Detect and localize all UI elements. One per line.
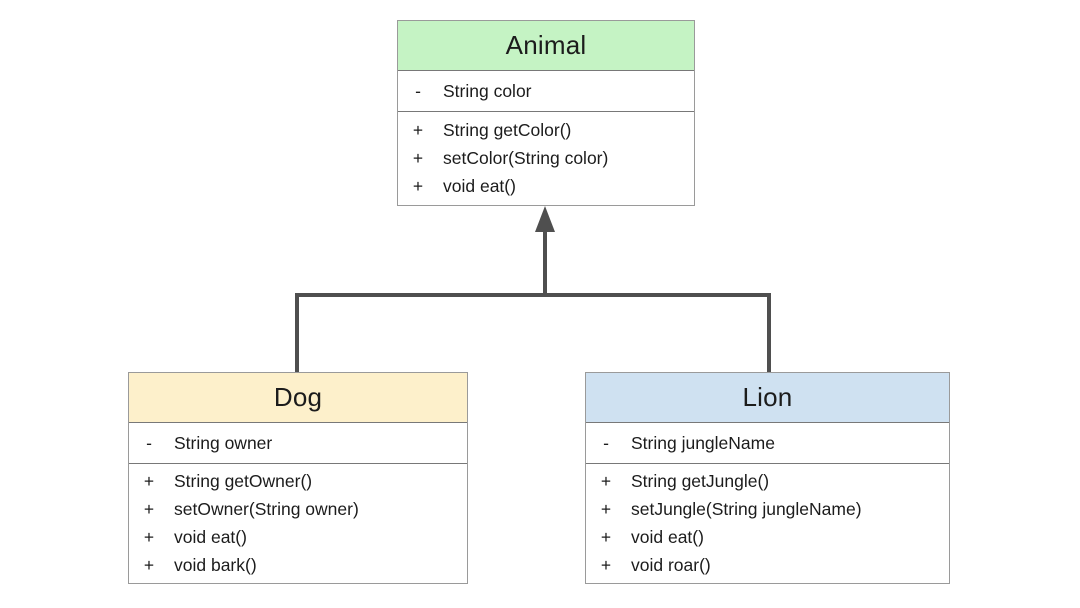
attribute-row: - String jungleName <box>586 433 949 454</box>
method-row: + setColor(String color) <box>398 145 694 173</box>
method-row: + String getJungle() <box>586 468 949 496</box>
visibility-sign: + <box>143 499 155 519</box>
visibility-sign: + <box>143 527 155 547</box>
visibility-sign: + <box>143 471 155 491</box>
methods-section: + String getOwner() + setOwner(String ow… <box>129 464 467 583</box>
class-name: Lion <box>742 382 793 412</box>
method-label: String getJungle() <box>631 471 770 491</box>
visibility-sign: + <box>412 148 424 168</box>
method-label: setJungle(String jungleName) <box>631 499 862 519</box>
class-name: Dog <box>273 382 323 412</box>
method-label: void eat() <box>443 176 516 196</box>
class-box-animal: Animal - String color + String getColor(… <box>397 20 695 206</box>
method-row: + void eat() <box>586 524 949 552</box>
attribute-label: String color <box>443 80 532 101</box>
method-row: + setOwner(String owner) <box>129 496 467 524</box>
method-row: + setJungle(String jungleName) <box>586 496 949 524</box>
visibility-sign: + <box>600 555 612 575</box>
visibility-sign: - <box>415 80 421 101</box>
method-row: + void bark() <box>129 552 467 580</box>
class-box-dog: Dog - String owner + String getOwner() +… <box>128 372 468 584</box>
method-label: setColor(String color) <box>443 148 609 168</box>
class-header-animal: Animal <box>398 21 694 71</box>
visibility-sign: - <box>603 432 609 453</box>
method-label: void eat() <box>631 527 704 547</box>
inheritance-arrowhead-icon <box>535 206 555 232</box>
method-row: + String getColor() <box>398 117 694 145</box>
method-row: + void eat() <box>398 173 694 201</box>
attribute-label: String jungleName <box>631 432 775 453</box>
attribute-row: - String owner <box>129 433 467 454</box>
visibility-sign: + <box>600 499 612 519</box>
attribute-label: String owner <box>174 432 273 453</box>
attributes-section: - String owner <box>129 423 467 464</box>
method-label: String getOwner() <box>174 471 313 491</box>
visibility-sign: + <box>143 555 155 575</box>
method-row: + String getOwner() <box>129 468 467 496</box>
methods-section: + String getColor() + setColor(String co… <box>398 112 694 205</box>
attribute-row: - String color <box>398 81 694 102</box>
method-label: void bark() <box>174 555 257 575</box>
method-row: + void roar() <box>586 552 949 580</box>
inheritance-branch-line <box>295 293 771 373</box>
visibility-sign: + <box>600 471 612 491</box>
method-label: setOwner(String owner) <box>174 499 359 519</box>
method-label: void eat() <box>174 527 247 547</box>
visibility-sign: + <box>600 527 612 547</box>
class-box-lion: Lion - String jungleName + String getJun… <box>585 372 950 584</box>
class-name: Animal <box>505 30 587 60</box>
visibility-sign: + <box>412 176 424 196</box>
visibility-sign: - <box>146 432 152 453</box>
attributes-section: - String color <box>398 71 694 112</box>
class-header-dog: Dog <box>129 373 467 423</box>
class-header-lion: Lion <box>586 373 949 423</box>
method-label: void roar() <box>631 555 711 575</box>
attributes-section: - String jungleName <box>586 423 949 464</box>
visibility-sign: + <box>412 120 424 140</box>
methods-section: + String getJungle() + setJungle(String … <box>586 464 949 583</box>
method-row: + void eat() <box>129 524 467 552</box>
method-label: String getColor() <box>443 120 572 140</box>
